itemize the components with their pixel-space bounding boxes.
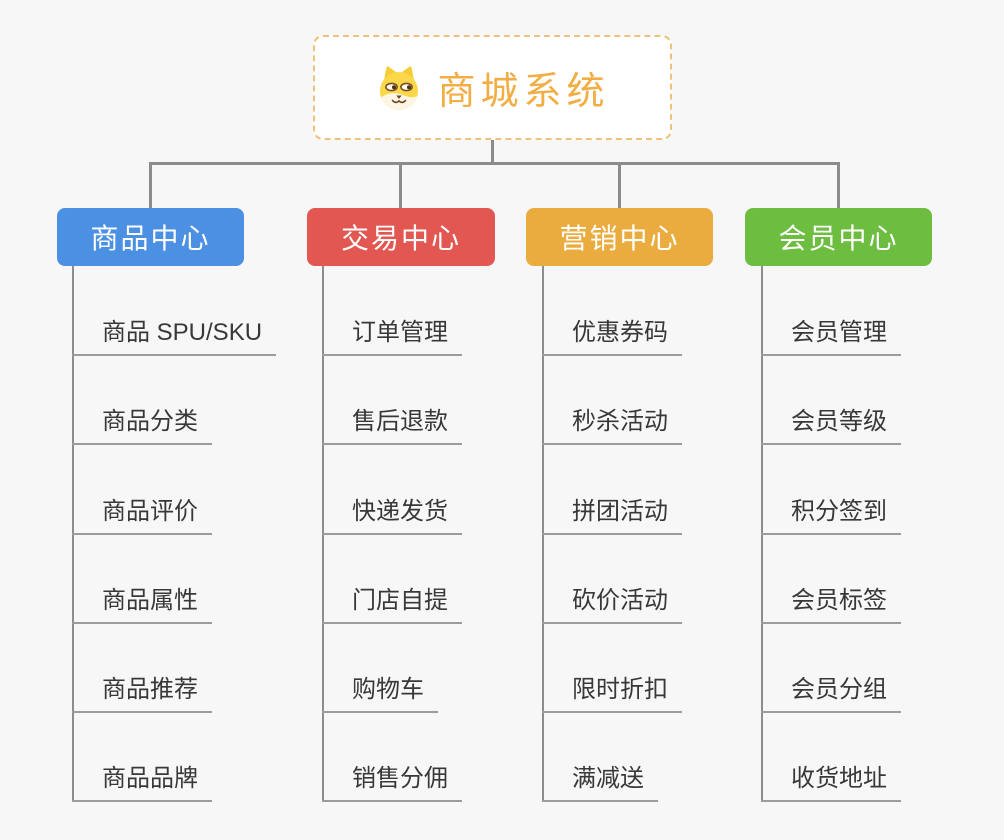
leaf-node[interactable]: 商品评价 — [72, 497, 212, 535]
root-node[interactable]: 商城系统 — [313, 35, 672, 140]
leaf-node[interactable]: 满减送 — [542, 764, 658, 802]
leaf-node[interactable]: 门店自提 — [322, 586, 462, 624]
leaf-node[interactable]: 商品属性 — [72, 586, 212, 624]
leaf-node[interactable]: 砍价活动 — [542, 586, 682, 624]
leaf-node[interactable]: 购物车 — [322, 675, 438, 713]
leaf-node[interactable]: 订单管理 — [322, 318, 462, 356]
branch-node-marketing-center[interactable]: 营销中心 — [526, 208, 713, 266]
leaf-node[interactable]: 会员标签 — [761, 586, 901, 624]
leaf-node[interactable]: 秒杀活动 — [542, 407, 682, 445]
leaf-node[interactable]: 商品分类 — [72, 407, 212, 445]
leaf-node[interactable]: 限时折扣 — [542, 675, 682, 713]
root-title: 商城系统 — [437, 71, 610, 113]
leaf-node[interactable]: 商品品牌 — [72, 764, 212, 802]
connector-branch-stub — [837, 164, 840, 210]
leaf-node[interactable]: 会员管理 — [761, 318, 901, 356]
leaf-node[interactable]: 商品 SPU/SKU — [72, 318, 277, 356]
dog-icon — [375, 64, 423, 112]
connector-branch-stub — [618, 164, 621, 210]
leaf-node[interactable]: 优惠券码 — [542, 318, 682, 356]
branch-node-trade-center[interactable]: 交易中心 — [307, 208, 495, 266]
connector-branch-stub — [399, 164, 402, 210]
leaf-node[interactable]: 收货地址 — [761, 764, 901, 802]
branch-node-member-center[interactable]: 会员中心 — [745, 208, 932, 266]
connector-root-stub — [491, 140, 494, 164]
leaf-node[interactable]: 商品推荐 — [72, 675, 212, 713]
connector-trunk — [149, 162, 840, 165]
leaf-node[interactable]: 拼团活动 — [542, 497, 682, 535]
leaf-node[interactable]: 会员等级 — [761, 407, 901, 445]
leaf-node[interactable]: 销售分佣 — [322, 764, 462, 802]
leaf-node[interactable]: 快递发货 — [322, 497, 462, 535]
branch-node-product-center[interactable]: 商品中心 — [57, 208, 244, 266]
leaf-node[interactable]: 会员分组 — [761, 675, 901, 713]
connector-branch-stub — [149, 164, 152, 210]
leaf-node[interactable]: 售后退款 — [322, 407, 462, 445]
leaf-node[interactable]: 积分签到 — [761, 497, 901, 535]
